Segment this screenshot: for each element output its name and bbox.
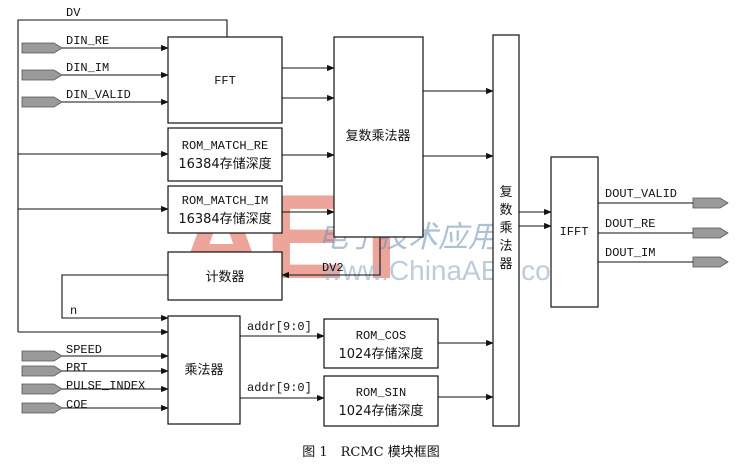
rom-match-im-depth: 16384存储深度 — [178, 211, 271, 227]
rom-match-im-block — [167, 185, 283, 234]
block-labels: FFT ROM_MATCH_RE 16384存储深度 ROM_MATCH_IM … — [178, 74, 588, 419]
input-ports — [21, 42, 63, 414]
port-dout-re-icon — [692, 227, 729, 239]
port-pulse-index-icon — [21, 383, 63, 395]
multiplier-label: 乘法器 — [184, 363, 223, 378]
signal-dv2: DV2 — [322, 261, 344, 275]
rom-cos-depth: 1024存储深度 — [338, 346, 423, 362]
complex-multiplier-2-block — [492, 34, 520, 427]
rom-sin-block — [323, 375, 439, 427]
multiplier-block — [167, 315, 241, 425]
counter-block — [167, 251, 283, 301]
fft-block — [167, 36, 283, 124]
figure-caption: 图 1 RCMC 模块框图 — [302, 445, 440, 460]
port-din-im-icon — [21, 69, 63, 81]
wire-dv2 — [281, 237, 381, 279]
fft-label: FFT — [214, 74, 236, 88]
complex-multiplier-1-block — [333, 36, 424, 238]
signal-din-re: DIN_RE — [66, 34, 109, 48]
blocks — [167, 34, 599, 427]
complex-multiplier-2-char-4: 法 — [499, 239, 512, 254]
rom-match-im-name: ROM_MATCH_IM — [182, 194, 268, 208]
rom-cos-name: ROM_COS — [356, 329, 406, 343]
signal-speed: SPEED — [66, 343, 102, 357]
port-speed-icon — [21, 350, 63, 362]
rom-sin-name: ROM_SIN — [356, 386, 406, 400]
complex-multiplier-2-char-1: 复 — [499, 185, 512, 200]
signal-dv: DV — [66, 6, 81, 20]
rom-match-re-name: ROM_MATCH_RE — [182, 139, 268, 153]
signal-coe: COE — [66, 398, 88, 412]
wire-counter-n — [61, 274, 169, 322]
port-din-re-icon — [21, 42, 63, 54]
signal-dout-re: DOUT_RE — [605, 217, 655, 231]
signal-pulse-index: PULSE_INDEX — [66, 379, 145, 393]
ifft-label: IFFT — [560, 225, 589, 239]
port-prt-icon — [21, 365, 63, 377]
wire-dv-bus — [17, 19, 228, 332]
port-dout-valid-icon — [692, 197, 729, 209]
signal-prt: PRT — [66, 361, 88, 375]
watermark-url: www.ChinaAET.com — [321, 255, 574, 286]
port-dout-im-icon — [692, 256, 729, 268]
rom-sin-depth: 1024存储深度 — [338, 403, 423, 419]
signal-din-valid: DIN_VALID — [66, 88, 131, 102]
signal-addr-sin: addr[9:0] — [247, 381, 312, 395]
wires — [17, 19, 693, 412]
ifft-block — [550, 156, 599, 308]
signal-dout-valid: DOUT_VALID — [605, 187, 677, 201]
signal-labels: DV DIN_RE DIN_IM DIN_VALID n SPEED PRT P… — [66, 6, 677, 412]
complex-multiplier-1-label: 复数乘法器 — [345, 129, 410, 144]
rom-match-re-block — [167, 127, 283, 182]
port-coe-icon — [21, 402, 63, 414]
signal-n: n — [70, 304, 77, 318]
signal-din-im: DIN_IM — [66, 61, 109, 75]
rom-match-re-depth: 16384存储深度 — [178, 156, 271, 172]
complex-multiplier-2-char-3: 乘 — [499, 221, 512, 236]
port-din-valid-icon — [21, 96, 63, 108]
output-ports — [692, 197, 729, 268]
signal-addr-cos: addr[9:0] — [247, 320, 312, 334]
rom-cos-block — [323, 318, 439, 369]
signal-dout-im: DOUT_IM — [605, 246, 655, 260]
complex-multiplier-2-char-5: 器 — [499, 257, 512, 272]
complex-multiplier-2-char-2: 数 — [499, 203, 512, 218]
counter-label: 计数器 — [205, 270, 244, 285]
